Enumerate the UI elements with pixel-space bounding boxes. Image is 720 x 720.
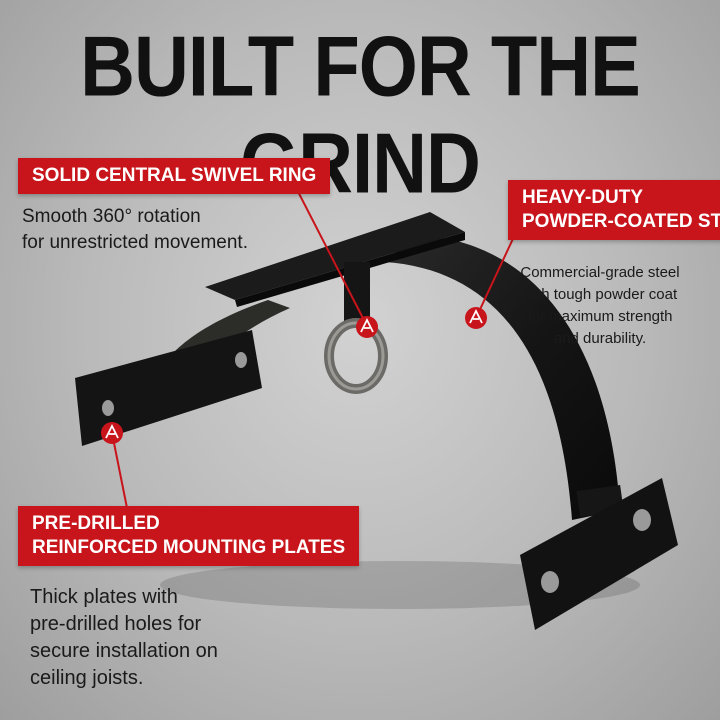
brand-logo-icon [465,307,487,329]
callout-desc-line: with tough powder coat [522,286,678,303]
callout-steel-desc: Commercial-grade steel with tough powder… [495,262,705,350]
callout-desc-line: secure installation on [30,640,218,662]
plate-hole [235,352,247,368]
callout-title-line: PRE-DRILLED [32,513,160,534]
plate-hole [541,571,559,593]
callout-steel-title: HEAVY-DUTY POWDER-COATED STEEL [508,180,720,240]
plate-hole [102,400,114,416]
callout-desc-line: and durability. [553,330,647,347]
callout-desc-line: Thick plates with [30,586,178,608]
leader-line [111,432,129,514]
headline: BUILT FOR THE GRIND [80,19,641,212]
brand-logo-icon [356,316,378,338]
leader-line [289,175,368,327]
callout-desc-line: ceiling joists. [30,667,144,689]
callout-title-line: REINFORCED MOUNTING PLATES [32,537,346,558]
callout-desc-line: for maximum strength [527,308,673,325]
callout-title-line: HEAVY-DUTY [522,187,644,208]
callout-desc-line: pre-drilled holes for [30,613,202,635]
leader-line [475,227,519,319]
plate-hole [633,509,651,531]
brand-logo-icon [101,422,123,444]
callout-title-line: POWDER-COATED STEEL [522,211,720,232]
callout-plates-desc: Thick plates with pre-drilled holes for … [30,584,218,692]
callout-swivel-ring-desc: Smooth 360° rotation for unrestricted mo… [22,204,248,256]
callout-desc-line: Commercial-grade steel [520,264,680,281]
swivel-ring-highlight [327,321,385,391]
callout-plates-title: PRE-DRILLED REINFORCED MOUNTING PLATES [18,506,360,566]
floor-shadow [160,561,640,609]
center-post [344,262,370,322]
top-plate [205,212,465,300]
callout-swivel-ring-title: SOLID CENTRAL SWIVEL RING [18,158,331,194]
left-mounting-plate [75,330,262,446]
callout-desc-line: Smooth 360° rotation [22,206,201,227]
callout-desc-line: for unrestricted movement. [22,232,248,253]
callout-title-line: SOLID CENTRAL SWIVEL RING [32,165,317,186]
